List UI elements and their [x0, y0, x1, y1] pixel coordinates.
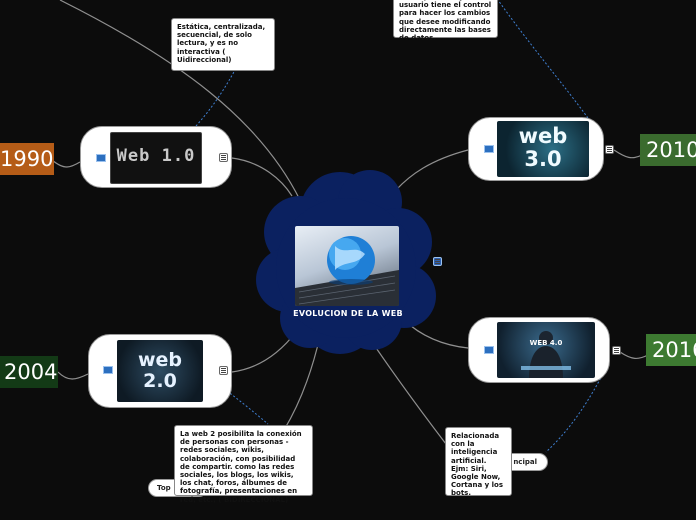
connector-web1: [231, 157, 293, 197]
central-topic-label[interactable]: EVOLUCION DE LA WEB: [293, 309, 403, 318]
connector-year-2004: [57, 371, 89, 380]
web2-menu-icon[interactable]: [219, 366, 228, 375]
node-icon: [103, 366, 113, 374]
year-2010: 2010: [640, 134, 696, 166]
dotted-link-web3-note: [497, 0, 589, 119]
dotted-link-web1-note: [195, 44, 249, 127]
web4-image: WEB 4.0: [497, 322, 595, 378]
web1-image: Web 1.0: [110, 132, 202, 184]
web3-image-text: web 3.0: [518, 124, 568, 171]
connector-year-2010: [613, 149, 643, 159]
year-2004: 2004: [0, 356, 58, 388]
year-2016: 2016: [646, 334, 696, 366]
web4-image-text: WEB 4.0: [529, 339, 563, 347]
connector-bottom-left: [283, 335, 321, 431]
connector-web3: [395, 149, 469, 191]
node-icon: [484, 145, 494, 153]
connector-web2: [231, 331, 297, 373]
central-menu-icon[interactable]: [433, 257, 442, 266]
web1-image-text: Web 1.0: [116, 146, 196, 166]
web4-menu-icon[interactable]: [612, 346, 621, 355]
year-1990: 1990: [0, 143, 54, 175]
web1-menu-icon[interactable]: [219, 153, 228, 162]
note-web4[interactable]: Relacionada con la inteligencia artifici…: [445, 427, 512, 497]
node-icon: [96, 154, 106, 162]
connector-bottom-right: [371, 341, 447, 445]
connector-top-left: [59, 0, 301, 201]
web2-image: web 2.0: [117, 340, 203, 402]
note-web1[interactable]: Estática, centralizada, secuencial, de s…: [171, 18, 275, 71]
node-icon: [484, 346, 494, 354]
globe-laptop-image: [295, 226, 399, 306]
web3-menu-icon[interactable]: [605, 145, 614, 154]
web3-image: web 3.0: [497, 121, 589, 177]
note-web2[interactable]: La web 2 posibilita la conexión de perso…: [174, 425, 313, 504]
web2-image-text: web 2.0: [137, 349, 183, 392]
note-web3[interactable]: user operativo y el usuario tiene el con…: [393, 0, 498, 42]
connector-year-1990: [51, 159, 81, 168]
connector-year-2016: [619, 351, 649, 359]
